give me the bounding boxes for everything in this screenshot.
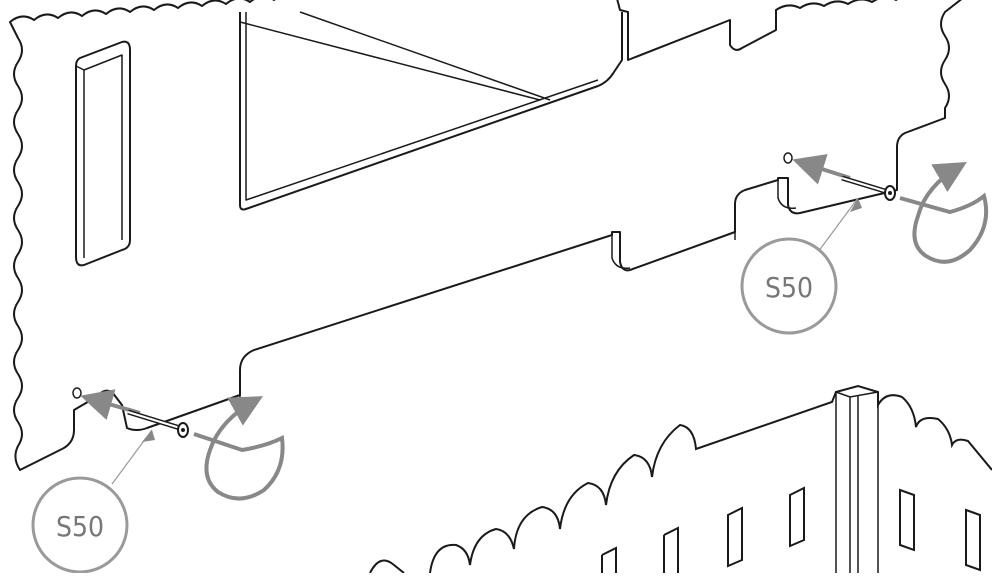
callout-right: S50 (740, 197, 862, 335)
callout-circle (740, 237, 838, 335)
screw-icon (841, 175, 896, 201)
panel-outline (9, 0, 962, 471)
rotate-arrow-icon (193, 396, 285, 501)
callout-circle (31, 476, 129, 574)
fence-slot (789, 486, 805, 548)
callout-label: S50 (56, 510, 104, 543)
triangle-cutout (239, 12, 623, 211)
fence-slot (663, 526, 679, 573)
screw-assembly-left (72, 387, 285, 501)
screw-assembly-right (783, 152, 989, 264)
screw-icon (127, 409, 189, 438)
bracket-panel (9, 0, 962, 471)
callout-left: S50 (31, 429, 155, 574)
fence-slot (727, 506, 743, 568)
rotate-arrow-icon (899, 161, 989, 264)
fence-panel (369, 384, 992, 574)
vertical-slot (75, 40, 131, 267)
insert-arrow-icon (792, 154, 851, 185)
hole-icon (72, 387, 82, 399)
callout-label: S50 (765, 271, 813, 304)
fence-slot (601, 546, 617, 573)
fence-top-edge (369, 384, 992, 574)
fence-slot (965, 508, 981, 572)
hole-icon (783, 152, 793, 164)
fence-slot (899, 488, 915, 552)
